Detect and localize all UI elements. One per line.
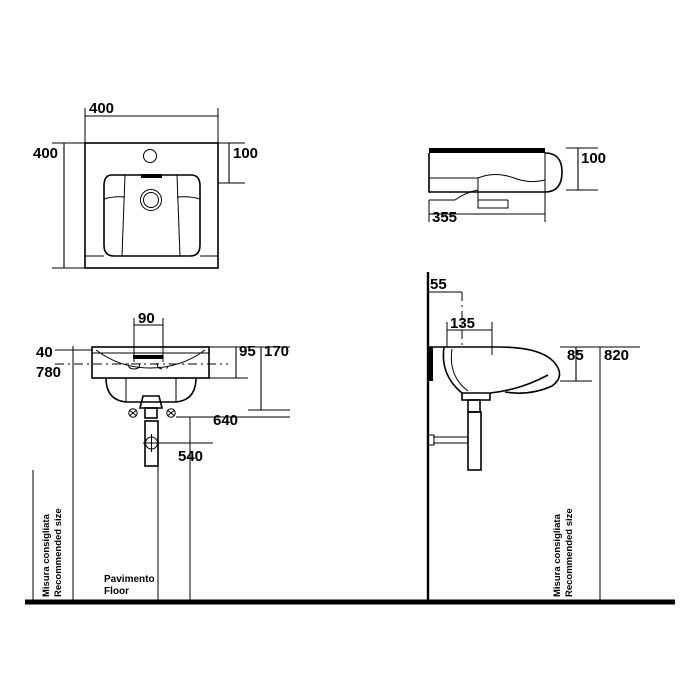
recommended-size-right-en: Recommended size xyxy=(564,508,575,597)
plan-body-outline xyxy=(84,142,219,269)
front-waste-fitting xyxy=(138,395,164,409)
side-section-body-outline xyxy=(428,153,532,193)
front-tap-spacing-label: 90 xyxy=(138,310,155,327)
side-section-bowl-drop xyxy=(477,178,508,201)
plan-view-group: 400 400 100 xyxy=(33,100,258,269)
plan-bowl-outline xyxy=(103,174,201,257)
side-section-view-group: 355 100 xyxy=(428,147,606,226)
floor-label-en: Floor xyxy=(104,586,129,597)
plan-overflow-slot xyxy=(141,174,162,178)
side-section-waste-box xyxy=(477,200,509,209)
floor-label-it: Pavimento xyxy=(104,574,155,585)
recommended-size-right-it: Misura consigliata xyxy=(552,513,563,597)
side-elevation-total-height-label: 820 xyxy=(604,347,629,364)
front-total-depth-label: 170 xyxy=(264,343,289,360)
side-elevation-bowl-height-label: 85 xyxy=(567,347,584,364)
plan-width-label: 400 xyxy=(89,100,114,117)
side-elevation-supply-valve xyxy=(427,434,435,446)
side-elevation-bowl-inner-second xyxy=(450,348,469,392)
recommended-size-left-en: Recommended size xyxy=(53,508,64,597)
plan-left-shelf-arc xyxy=(103,196,126,200)
plan-depth-label: 400 xyxy=(33,145,58,162)
side-section-height-label: 100 xyxy=(581,150,606,167)
plan-bowl-left-rib xyxy=(121,174,126,257)
front-waste-collar xyxy=(144,407,158,419)
side-elevation-waste-neck xyxy=(461,393,491,401)
front-trap-height-label: 540 xyxy=(178,448,203,465)
plan-tap-offset-label: 100 xyxy=(233,145,258,162)
side-section-bowl-contour xyxy=(429,174,546,183)
side-elevation-wall-bracket xyxy=(428,347,433,381)
front-install-height-label: 780 xyxy=(36,364,61,381)
front-rim-label: 40 xyxy=(36,344,53,361)
side-elevation-bowl-outer xyxy=(497,346,561,394)
plan-bowl-right-rib xyxy=(176,174,181,257)
side-elevation-bowl-inner xyxy=(442,346,549,394)
front-waste-height-label: 640 xyxy=(213,412,238,429)
front-elevation-group: 90 40 780 95 170 640 540 xyxy=(36,310,290,602)
plan-tap-hole xyxy=(143,149,157,163)
front-bowl-sweep xyxy=(95,349,206,369)
recommended-size-left-it: Misura consigliata xyxy=(41,513,52,597)
plan-waste-inner-ring xyxy=(143,192,159,208)
front-bowl-underside xyxy=(105,377,197,403)
front-right-tap-hole-hidden xyxy=(156,362,170,370)
plan-right-shelf-arc xyxy=(176,196,201,200)
front-basin-block xyxy=(91,346,210,379)
front-left-tap-hole xyxy=(127,362,141,370)
side-section-depth-label: 355 xyxy=(432,209,457,226)
side-elevation-trap-pipe xyxy=(467,411,482,471)
floor-and-notes-group: Misura consigliata Recommended size Pavi… xyxy=(25,470,675,605)
front-overflow-slot xyxy=(133,355,163,359)
front-left-fixing-bolt xyxy=(128,408,138,418)
side-elevation-wall-offset-label: 55 xyxy=(430,276,447,293)
plan-waste-outer-ring xyxy=(140,189,162,211)
side-elevation-waste-collar xyxy=(467,399,481,413)
side-elevation-bowl-reach-label: 135 xyxy=(450,315,475,332)
side-section-bowl-left-arc xyxy=(454,189,479,201)
side-section-nose-curve xyxy=(532,152,563,193)
front-right-fixing-bolt xyxy=(166,408,176,418)
side-section-rim-slab xyxy=(429,148,545,153)
side-elevation-group: 55 135 85 820 xyxy=(426,272,640,602)
front-bowl-depth-label: 95 xyxy=(239,343,256,360)
